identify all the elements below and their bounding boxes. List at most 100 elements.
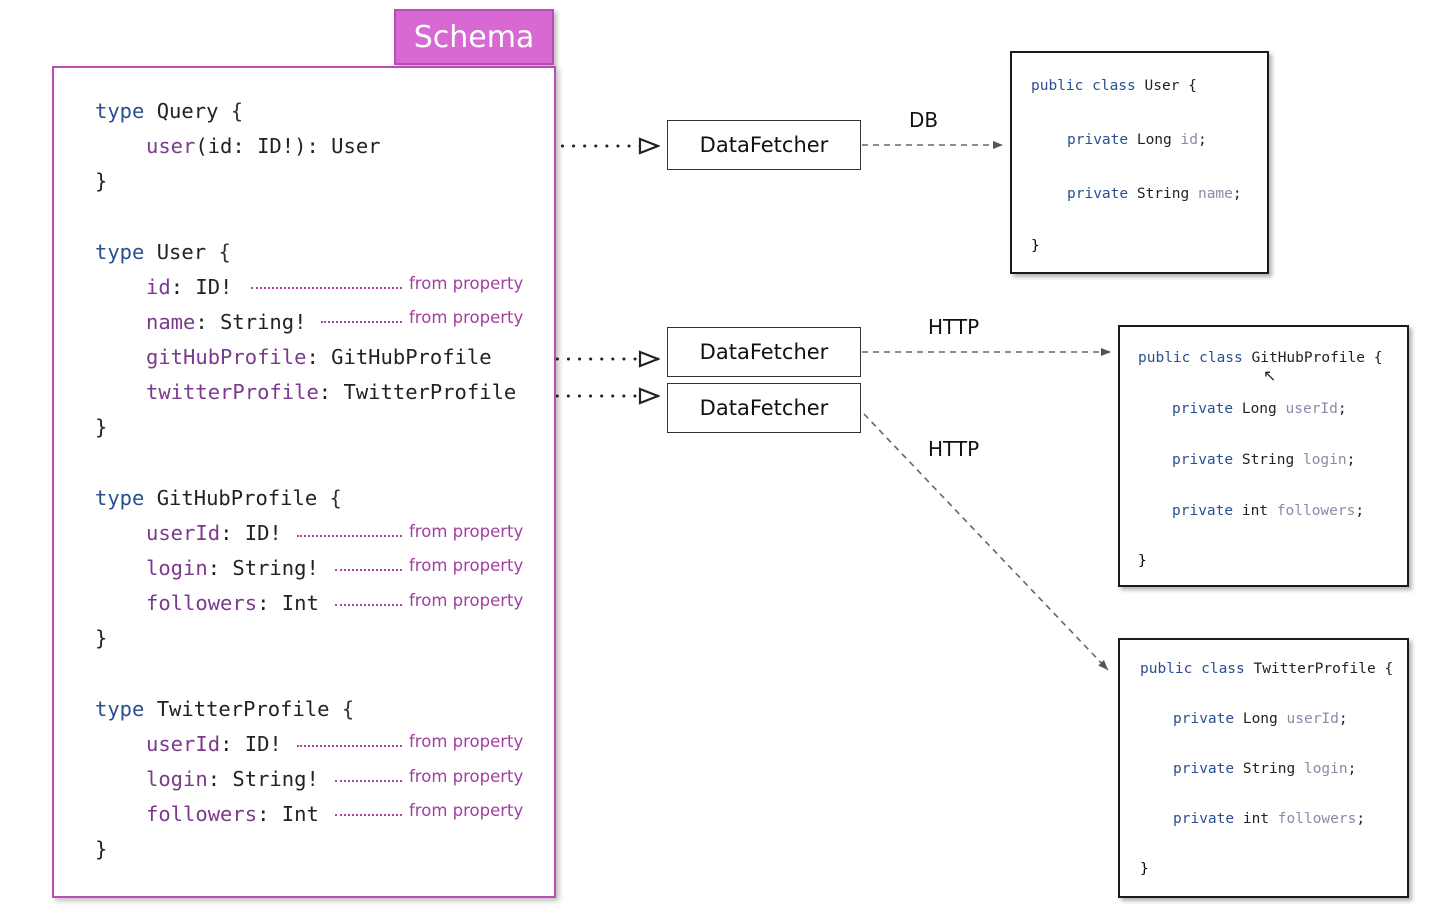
query-user-field: user(id: ID!): User: [146, 136, 381, 157]
class-field: private Long userId;: [1172, 402, 1347, 417]
open-brace: {: [1373, 350, 1383, 366]
field-type: : TwitterProfile: [318, 380, 517, 404]
class-field: private Long userId;: [1173, 712, 1348, 727]
field-type: : Int: [257, 591, 319, 615]
open-brace: {: [218, 240, 231, 264]
class-field: private String login;: [1172, 453, 1355, 468]
field-modifier: private: [1172, 401, 1234, 417]
open-brace: {: [1188, 78, 1197, 94]
class-close-brace: }: [1140, 861, 1149, 877]
field-name: login: [146, 767, 208, 791]
type-name: TwitterProfile: [156, 697, 330, 721]
semicolon: ;: [1337, 401, 1347, 417]
github-followers-field: followers: Int: [146, 593, 319, 614]
field-type: String: [1242, 761, 1296, 777]
field-type: String: [1136, 186, 1190, 202]
field-identifier: login: [1302, 452, 1347, 468]
field-type: : Int: [257, 802, 319, 826]
type-name: Query: [156, 99, 219, 123]
field-signature: (id: ID!): User: [195, 134, 381, 158]
http-label-github: HTTP: [928, 315, 980, 339]
from-property-label: from property: [409, 801, 524, 820]
from-property-leader: [335, 814, 402, 816]
class-name: TwitterProfile: [1253, 661, 1376, 677]
class-field: private int followers;: [1173, 812, 1365, 827]
mouse-cursor-icon: ↖: [1263, 366, 1277, 385]
field-modifier: private: [1173, 761, 1235, 777]
field-type: : String!: [207, 556, 319, 580]
twitter-class-box: public class TwitterProfile { private Lo…: [1118, 638, 1409, 898]
class-name: GitHubProfile: [1251, 350, 1366, 366]
from-property-label: from property: [409, 767, 524, 786]
user-twitter-field: twitterProfile: TwitterProfile: [146, 382, 516, 403]
user-github-field: gitHubProfile: GitHubProfile: [146, 347, 492, 368]
field-type: : String!: [207, 767, 319, 791]
user-close-brace: }: [95, 415, 108, 439]
field-name: login: [146, 556, 208, 580]
field-type: Long: [1242, 711, 1278, 727]
open-brace: {: [341, 697, 355, 721]
field-type: : String!: [195, 310, 307, 334]
class-field: private Long id;: [1067, 133, 1207, 148]
github-datafetcher-box: DataFetcher: [667, 327, 861, 377]
from-property-label: from property: [409, 274, 524, 293]
field-type: Long: [1136, 132, 1172, 148]
type-keyword: type: [95, 486, 145, 510]
type-name: GitHubProfile: [156, 486, 318, 510]
field-modifier: private: [1173, 711, 1235, 727]
open-brace: {: [329, 486, 342, 510]
class-close-brace: }: [1031, 238, 1040, 254]
type-keyword: type: [95, 697, 145, 721]
field-name: id: [146, 275, 171, 299]
field-name: followers: [146, 802, 258, 826]
class-keyword: public class: [1140, 661, 1245, 677]
class-field: private String login;: [1173, 762, 1356, 777]
field-name: userId: [146, 521, 221, 545]
from-property-label: from property: [409, 522, 524, 541]
twitter-type-header: type TwitterProfile {: [95, 699, 354, 720]
user-datafetcher-box: DataFetcher: [667, 120, 861, 170]
github-type-header: type GitHubProfile {: [95, 488, 342, 509]
user-type-header: type User {: [95, 242, 231, 263]
schema-box: [52, 66, 556, 898]
field-type: String: [1241, 452, 1295, 468]
http-twitter-connector: [863, 413, 1109, 671]
field-modifier: private: [1172, 503, 1234, 519]
class-header: public class TwitterProfile {: [1140, 662, 1393, 677]
field-name: followers: [146, 591, 258, 615]
field-modifier: private: [1067, 132, 1129, 148]
field-modifier: private: [1067, 186, 1129, 202]
field-modifier: private: [1173, 811, 1235, 827]
class-name: User: [1144, 78, 1180, 94]
semicolon: ;: [1232, 186, 1242, 202]
semicolon: ;: [1347, 761, 1357, 777]
semicolon: ;: [1355, 503, 1365, 519]
field-type: : ID!: [170, 275, 233, 299]
github-close-brace: }: [95, 626, 108, 650]
github-userid-field: userId: ID!: [146, 523, 282, 544]
github-class-box: public class GitHubProfile { private Lon…: [1118, 325, 1409, 587]
field-identifier: followers: [1277, 811, 1357, 827]
from-property-leader: [335, 604, 402, 606]
field-identifier: id: [1180, 132, 1198, 148]
class-field: private int followers;: [1172, 504, 1364, 519]
class-close-brace: }: [1138, 553, 1147, 569]
field-type: : ID!: [220, 732, 282, 756]
type-keyword: type: [95, 99, 145, 123]
class-keyword: public class: [1031, 78, 1136, 94]
type-name: User: [156, 240, 207, 264]
from-property-label: from property: [409, 556, 524, 575]
field-type: int: [1242, 811, 1270, 827]
user-id-field: id: ID!: [146, 277, 232, 298]
class-keyword: public class: [1138, 350, 1243, 366]
from-property-leader: [321, 321, 402, 323]
class-header: public class User {: [1031, 79, 1197, 94]
field-name: userId: [146, 732, 221, 756]
github-login-field: login: String!: [146, 558, 319, 579]
twitter-close-brace: }: [95, 837, 108, 861]
from-property-leader: [297, 745, 402, 747]
open-brace: {: [230, 99, 244, 123]
from-property-label: from property: [409, 308, 524, 327]
type-keyword: type: [95, 240, 145, 264]
field-identifier: login: [1303, 761, 1348, 777]
